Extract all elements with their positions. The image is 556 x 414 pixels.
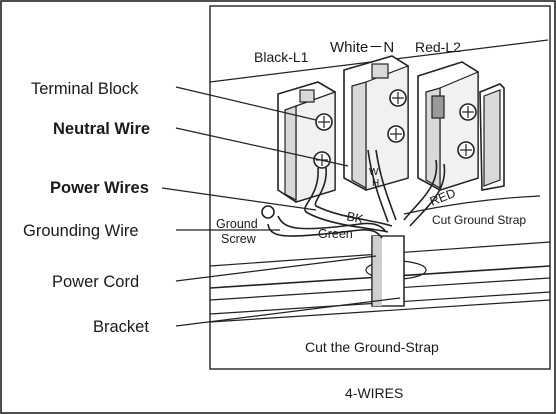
caption-4-wires: 4-WIRES [345,385,403,401]
label-green: Green [318,227,353,241]
label-cut-the-ground-strap: Cut the Ground-Strap [305,339,439,355]
wires [267,149,541,239]
label-black-l1: Black-L1 [254,49,309,65]
ground-screw-icon [261,205,275,219]
label-screw: Screw [221,232,257,246]
leader-lines [161,86,401,327]
callout-grounding-wire: Grounding Wire [23,222,139,240]
label-red-l2: Red-L2 [415,39,461,55]
label-bk: BK [345,209,365,226]
callout-power-wires: Power Wires [50,179,149,197]
terminal-screws [313,89,477,169]
label-cut-ground-strap: Cut Ground Strap [432,213,526,227]
label-ground: Ground [216,217,258,231]
callout-power-cord: Power Cord [52,273,139,291]
callout-neutral-wire: Neutral Wire [53,120,150,138]
label-wh-h: H [372,178,379,189]
label-white-n: White－N [330,39,394,56]
callout-bracket: Bracket [93,318,149,336]
label-wh-w: W [369,167,379,178]
power-cord [365,235,427,307]
callout-terminal-block: Terminal Block [31,80,139,98]
